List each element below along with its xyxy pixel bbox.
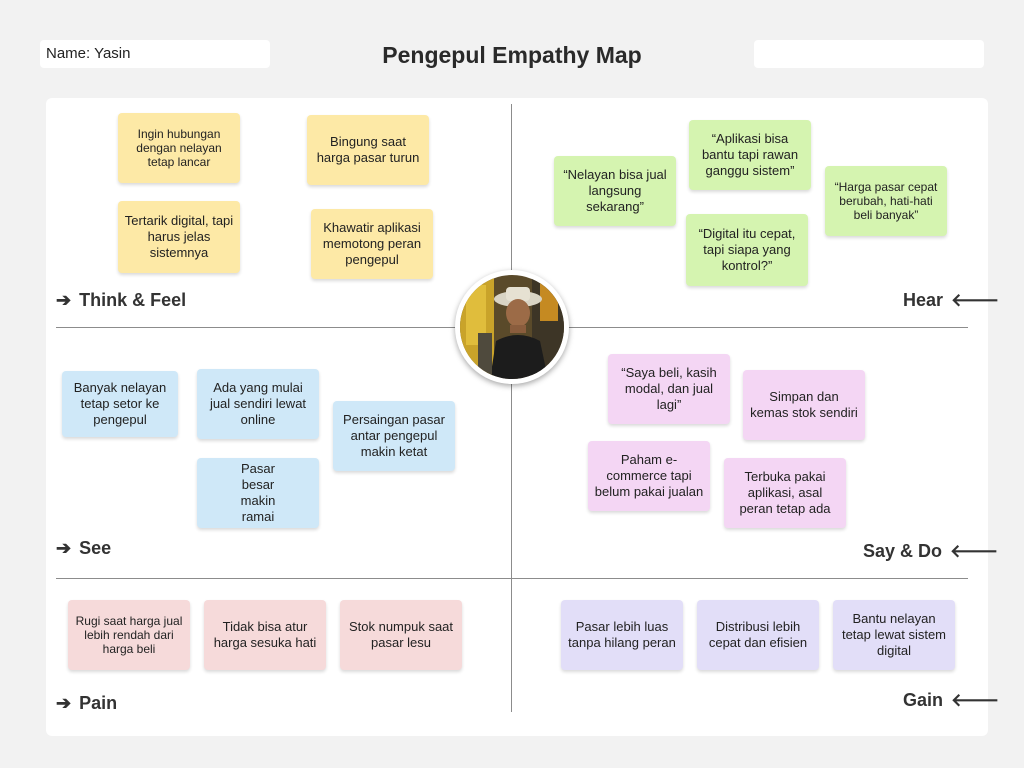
pain-note[interactable]: Rugi saat harga jual lebih rendah dari h… (68, 600, 190, 670)
arrow-left-icon: 🡐 (951, 290, 1000, 310)
hear-note[interactable]: “Nelayan bisa jual langsung sekarang” (554, 156, 676, 226)
section-label-text: Gain (903, 690, 944, 710)
say-do-note[interactable]: “Saya beli, kasih modal, dan jual lagi” (608, 354, 730, 424)
think-feel-note[interactable]: Tertarik digital, tapi harus jelas siste… (118, 201, 240, 273)
gain-note[interactable]: Distribusi lebih cepat dan efisien (697, 600, 819, 670)
page-title: Pengepul Empathy Map (382, 42, 642, 68)
hear-note[interactable]: “Aplikasi bisa bantu tapi rawan ganggu s… (689, 120, 811, 190)
think-feel-note[interactable]: Bingung saat harga pasar turun (307, 115, 429, 185)
see-note[interactable]: Ada yang mulai jual sendiri lewat online (197, 369, 319, 439)
blank-field[interactable] (754, 40, 984, 68)
hear-note[interactable]: “Harga pasar cepat berubah, hati-hati be… (825, 166, 947, 236)
gain-note[interactable]: Pasar lebih luas tanpa hilang peran (561, 600, 683, 670)
arrow-right-icon: ➔ (56, 290, 72, 310)
think-feel-note[interactable]: Ingin hubungan dengan nelayan tetap lanc… (118, 113, 240, 183)
arrow-left-icon: 🡐 (951, 690, 1000, 710)
arrow-left-icon: 🡐 (950, 541, 999, 561)
vertical-divider (511, 104, 512, 712)
pain-note[interactable]: Stok numpuk saat pasar lesu (340, 600, 462, 670)
section-label-text: See (79, 538, 112, 558)
hear-note[interactable]: “Digital itu cepat, tapi siapa yang kont… (686, 214, 808, 286)
person-photo-icon (460, 275, 564, 379)
say-do-note[interactable]: Paham e-commerce tapi belum pakai jualan (588, 441, 710, 511)
section-label-text: Say & Do (863, 541, 943, 561)
say-do-note[interactable]: Terbuka pakai aplikasi, asal peran tetap… (724, 458, 846, 528)
arrow-right-icon: ➔ (56, 538, 72, 558)
section-label-say-do: Say & Do 🡐 (863, 541, 998, 562)
arrow-right-icon: ➔ (56, 693, 72, 713)
section-label-text: Think & Feel (79, 290, 187, 310)
see-note[interactable]: Pasar besar makin ramai (197, 458, 319, 528)
section-label-hear: Hear 🡐 (903, 290, 999, 311)
section-label-gain: Gain 🡐 (903, 690, 999, 711)
section-label-pain: ➔ Pain (56, 693, 117, 714)
section-label-think-feel: ➔ Think & Feel (56, 290, 186, 311)
persona-avatar (455, 270, 569, 384)
section-label-see: ➔ See (56, 538, 111, 559)
name-field[interactable]: Name: Yasin (40, 40, 270, 68)
pain-note[interactable]: Tidak bisa atur harga sesuka hati (204, 600, 326, 670)
horizontal-divider-bottom (56, 578, 968, 579)
see-note[interactable]: Banyak nelayan tetap setor ke pengepul (62, 371, 178, 437)
see-note[interactable]: Persaingan pasar antar pengepul makin ke… (333, 401, 455, 471)
gain-note[interactable]: Bantu nelayan tetap lewat sistem digital (833, 600, 955, 670)
section-label-text: Pain (79, 693, 118, 713)
say-do-note[interactable]: Simpan dan kemas stok sendiri (743, 370, 865, 440)
section-label-text: Hear (903, 290, 944, 310)
think-feel-note[interactable]: Khawatir aplikasi memotong peran pengepu… (311, 209, 433, 279)
